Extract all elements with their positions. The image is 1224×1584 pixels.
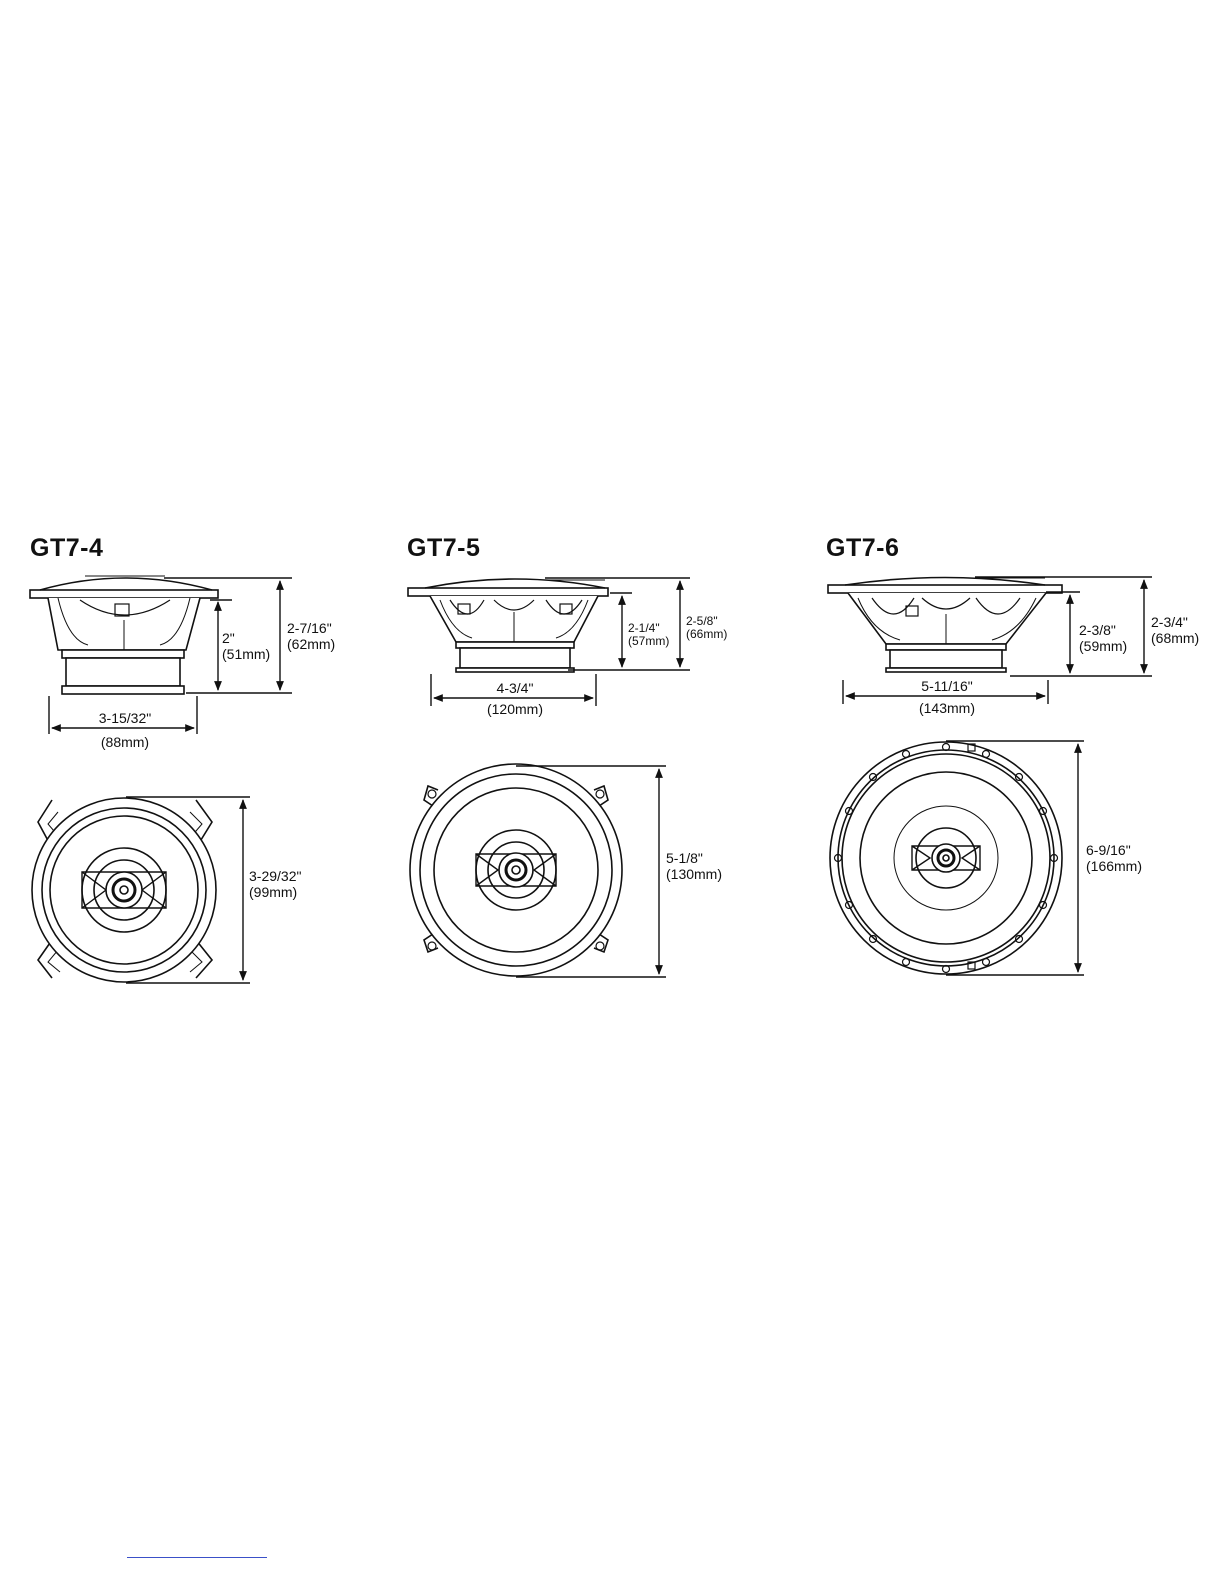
gt7-6-mount-depth-label: 2-3/8" (59mm) <box>1079 622 1127 654</box>
gt7-5-mount-depth-label: 2-1/4" (57mm) <box>628 622 669 648</box>
gt7-6-width-label: 5-11/16" (143mm) <box>901 678 993 716</box>
gt7-6-front-height-label: 6-9/16" (166mm) <box>1086 842 1142 874</box>
gt7-4-front-height-label: 3-29/32" (99mm) <box>249 868 301 900</box>
gt7-4-mount-depth-label: 2" (51mm) <box>222 630 270 662</box>
gt7-5-total-depth-label: 2-5/8" (66mm) <box>686 615 727 641</box>
gt7-5-width-label: 4-3/4" (120mm) <box>475 680 555 717</box>
gt7-5-front-height-label: 5-1/8" (130mm) <box>666 850 722 882</box>
gt7-4-front-view <box>32 798 216 982</box>
gt7-4-side-view <box>30 576 218 694</box>
gt7-6-front-view <box>830 742 1062 974</box>
gt7-4-width-label: 3-15/32" (88mm) <box>84 710 166 750</box>
gt7-6-total-depth-label: 2-3/4" (68mm) <box>1151 614 1199 646</box>
gt7-6-side-view <box>828 578 1062 673</box>
gt7-5-side-view <box>408 579 608 672</box>
gt7-4-total-depth-label: 2-7/16" (62mm) <box>287 620 335 652</box>
gt7-5-front-view <box>410 764 622 976</box>
footer-rule <box>127 1557 267 1558</box>
